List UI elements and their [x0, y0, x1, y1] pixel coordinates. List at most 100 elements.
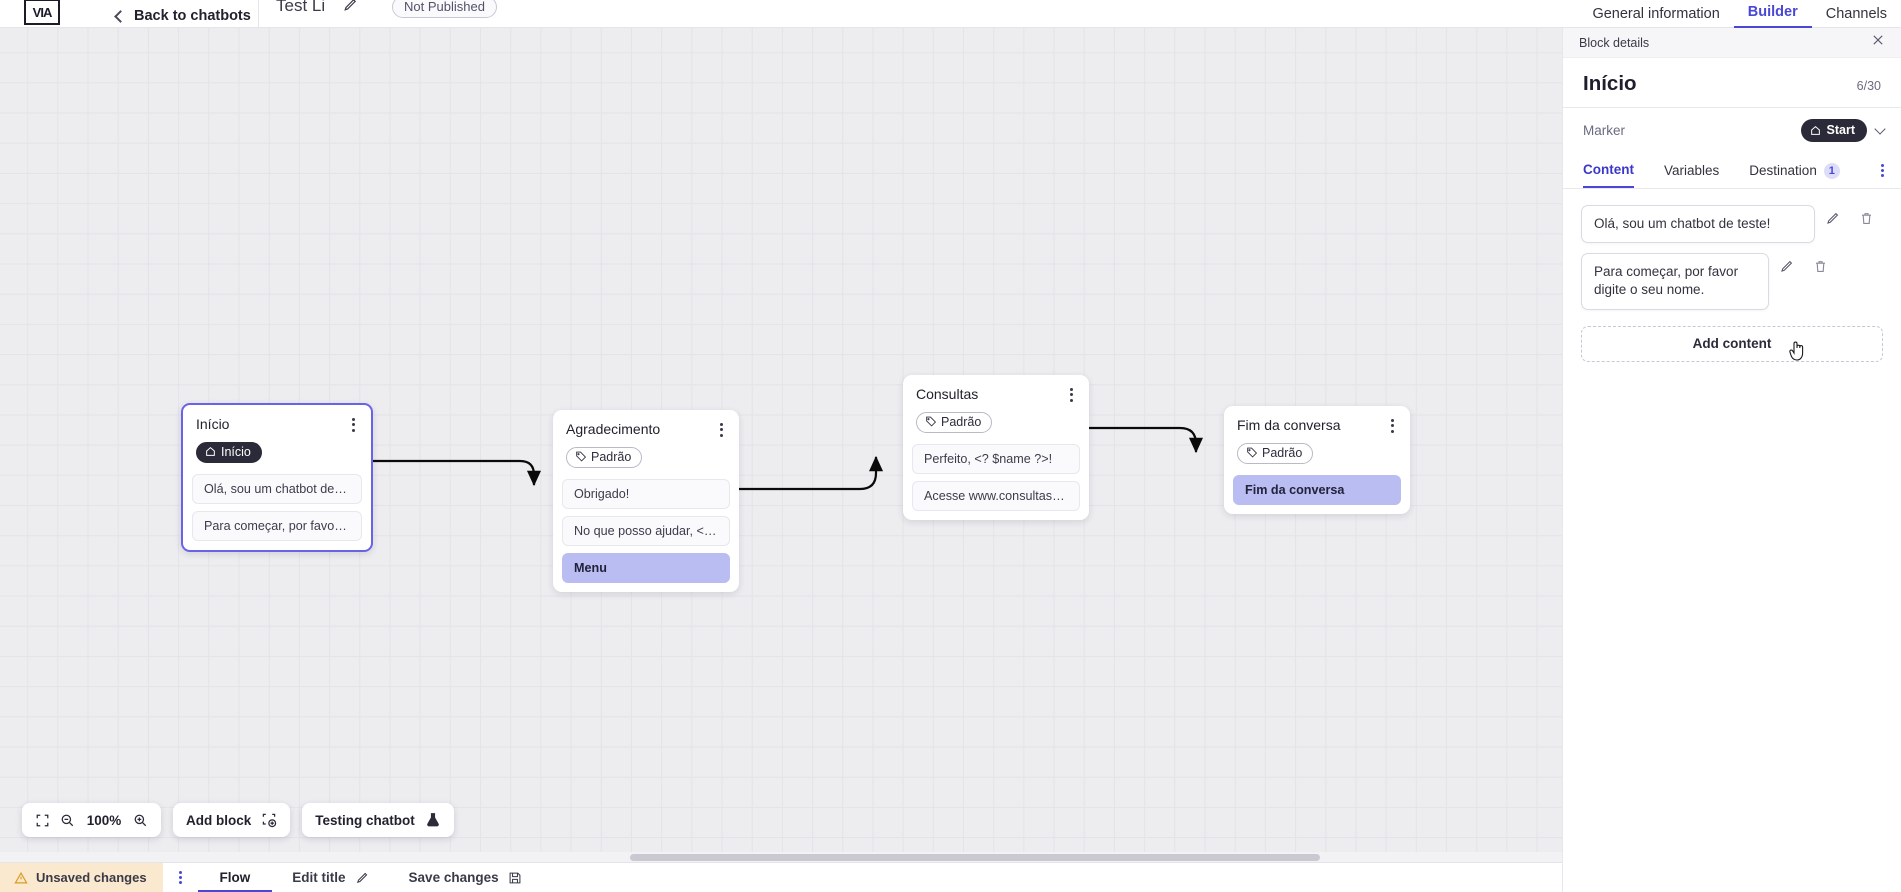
- node-row[interactable]: Para começar, por favor digite o ...: [192, 510, 362, 541]
- top-tabs: General information Builder Channels: [1578, 0, 1901, 28]
- node-tag-badge: Padrão: [566, 446, 643, 468]
- node-row[interactable]: Olá, sou um chatbot de teste!: [192, 473, 362, 504]
- node-rows: Obrigado! No que posso ajudar, <? $name …: [553, 468, 739, 583]
- top-bar: VIA Back to chatbots Test Li Not Publish…: [0, 0, 1901, 28]
- node-row[interactable]: No que posso ajudar, <? $name ...: [562, 515, 730, 546]
- pencil-icon[interactable]: [1769, 259, 1803, 274]
- node-menu-icon[interactable]: [1067, 386, 1076, 404]
- tab-destination-label: Destination: [1749, 163, 1817, 178]
- node-title: Consultas: [916, 386, 979, 402]
- node-header: Fim da conversa: [1224, 406, 1410, 435]
- panel-header: Block details: [1563, 28, 1901, 58]
- tab-flow[interactable]: Flow: [197, 864, 273, 892]
- node-title: Início: [196, 416, 230, 432]
- canvas-toolbar: 100% Add block Testing chatbot: [22, 803, 454, 837]
- trash-icon[interactable]: [1803, 259, 1837, 274]
- tag-icon: [576, 451, 586, 462]
- tab-variables-label: Variables: [1664, 163, 1720, 178]
- testing-chatbot-label: Testing chatbot: [315, 812, 415, 828]
- node-title: Fim da conversa: [1237, 417, 1341, 433]
- more-vertical-icon[interactable]: [1881, 163, 1884, 178]
- pencil-icon: [356, 872, 367, 883]
- tab-builder[interactable]: Builder: [1733, 4, 1812, 28]
- close-icon[interactable]: [1871, 33, 1885, 52]
- zoom-in-icon[interactable]: [133, 813, 148, 828]
- content-text[interactable]: Olá, sou um chatbot de teste!: [1581, 205, 1815, 244]
- content-actions: [1769, 253, 1837, 274]
- node-menu-icon[interactable]: [349, 416, 358, 434]
- chevron-left-icon: [114, 9, 127, 23]
- add-block-icon: [261, 812, 277, 828]
- char-counter: 6/30: [1856, 79, 1881, 93]
- status-badge: Not Published: [392, 0, 497, 18]
- tab-channels[interactable]: Channels: [1825, 6, 1887, 22]
- panel-header-title: Block details: [1579, 35, 1650, 50]
- content-actions: [1815, 205, 1883, 226]
- home-icon: [206, 447, 215, 457]
- node-rows: Olá, sou um chatbot de teste! Para começ…: [183, 463, 371, 541]
- node-header: Consultas: [903, 375, 1089, 404]
- testing-chatbot-button[interactable]: Testing chatbot: [302, 803, 454, 837]
- app-logo-icon[interactable]: VIA: [24, 0, 60, 25]
- node-row[interactable]: Menu: [562, 552, 730, 583]
- zoom-out-icon[interactable]: [60, 813, 75, 828]
- node-row[interactable]: Perfeito, <? $name ?>!: [912, 443, 1080, 474]
- node-tag-badge: Padrão: [1237, 442, 1314, 464]
- node-row[interactable]: Obrigado!: [562, 478, 730, 509]
- tab-destination[interactable]: Destination 1: [1749, 154, 1840, 188]
- node-menu-icon[interactable]: [717, 421, 726, 439]
- more-vertical-icon[interactable]: [163, 870, 198, 885]
- marker-value: Start: [1826, 123, 1855, 137]
- flow-node-agradecimento[interactable]: Agradecimento Padrão Obrigado! No que po…: [553, 410, 739, 592]
- trash-icon[interactable]: [1849, 211, 1883, 226]
- flow-node-consultas[interactable]: Consultas Padrão Perfeito, <? $name ?>! …: [903, 375, 1089, 520]
- node-header: Início: [183, 405, 371, 434]
- topbar-divider: [258, 0, 259, 28]
- node-row[interactable]: Acesse www.consultas.com par...: [912, 480, 1080, 511]
- node-tag-row: Padrão: [903, 404, 1089, 433]
- node-tag-badge: Início: [196, 441, 262, 463]
- fit-screen-icon[interactable]: [35, 813, 50, 828]
- edit-title-button[interactable]: Edit title: [272, 870, 388, 885]
- destination-badge: 1: [1823, 162, 1840, 179]
- node-rows: Perfeito, <? $name ?>! Acesse www.consul…: [903, 433, 1089, 511]
- tab-general-information[interactable]: General information: [1592, 6, 1720, 22]
- panel-body: Olá, sou um chatbot de teste! Para começ…: [1563, 189, 1901, 362]
- panel-title-row: Início 6/30: [1563, 58, 1901, 108]
- node-row[interactable]: Fim da conversa: [1233, 474, 1401, 505]
- back-to-chatbots-label: Back to chatbots: [134, 8, 251, 24]
- node-menu-icon[interactable]: [1388, 417, 1397, 435]
- flow-canvas[interactable]: Início Início Olá, sou um chatbot de tes…: [0, 28, 1562, 863]
- canvas-horizontal-scrollbar[interactable]: [0, 852, 1562, 863]
- scrollbar-thumb[interactable]: [630, 854, 1320, 861]
- chatbot-title: Test Li: [276, 0, 326, 15]
- add-content-button[interactable]: Add content: [1581, 325, 1883, 362]
- marker-select[interactable]: Start: [1800, 119, 1886, 142]
- node-tag-label: Padrão: [591, 449, 632, 464]
- pencil-icon[interactable]: [1815, 211, 1849, 226]
- chevron-down-icon: [1874, 122, 1886, 135]
- pencil-icon[interactable]: [342, 0, 358, 18]
- save-changes-label: Save changes: [408, 870, 499, 885]
- flow-node-inicio[interactable]: Início Início Olá, sou um chatbot de tes…: [181, 403, 373, 552]
- save-changes-button[interactable]: Save changes: [389, 870, 542, 885]
- tab-variables[interactable]: Variables: [1664, 154, 1719, 187]
- tab-content[interactable]: Content: [1583, 153, 1634, 188]
- unsaved-changes-banner: Unsaved changes: [0, 862, 163, 892]
- node-tag-label: Início: [221, 444, 251, 459]
- tab-content-label: Content: [1583, 162, 1634, 177]
- zoom-level: 100%: [86, 812, 122, 828]
- back-to-chatbots-button[interactable]: Back to chatbots: [114, 8, 251, 24]
- node-title: Agradecimento: [566, 421, 661, 437]
- content-text[interactable]: Para começar, por favor digite o seu nom…: [1581, 253, 1769, 310]
- content-item: Para começar, por favor digite o seu nom…: [1581, 253, 1883, 310]
- add-block-button[interactable]: Add block: [173, 803, 291, 837]
- panel-tabs: Content Variables Destination 1: [1563, 153, 1901, 189]
- flow-node-fim-da-conversa[interactable]: Fim da conversa Padrão Fim da conversa: [1224, 406, 1410, 514]
- warning-triangle-icon: [14, 871, 28, 883]
- edit-title-label: Edit title: [292, 870, 346, 885]
- node-tag-label: Padrão: [1262, 445, 1303, 460]
- node-tag-row: Padrão: [553, 439, 739, 468]
- save-disk-icon: [509, 872, 521, 883]
- logo-glyph: VIA: [32, 4, 53, 20]
